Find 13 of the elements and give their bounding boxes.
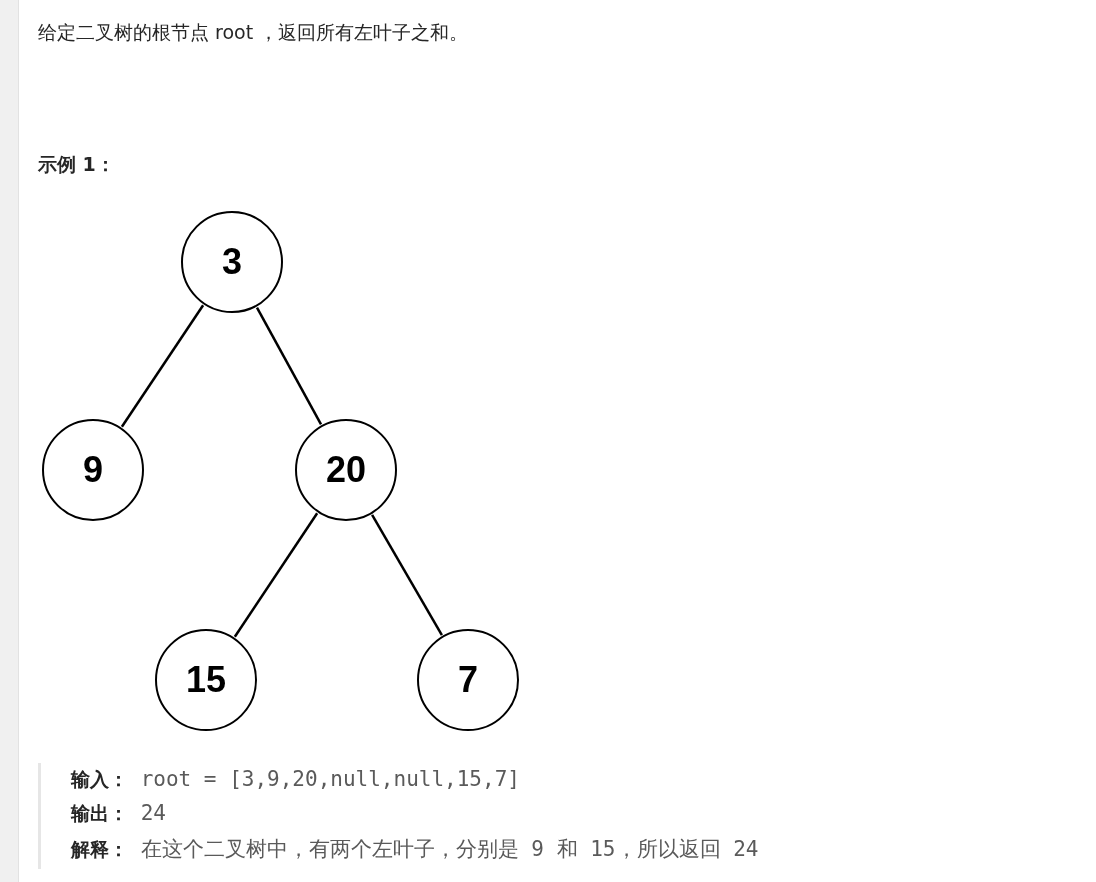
input-line: 输入： root = [3,9,20,null,null,15,7]: [71, 767, 520, 793]
tree-edge: [120, 304, 205, 428]
node-value: 15: [185, 659, 226, 701]
example-heading: 示例 1：: [38, 152, 115, 177]
node-value: 7: [458, 659, 478, 701]
node-value: 3: [222, 241, 242, 283]
tree-edge: [371, 514, 443, 636]
problem-statement: 给定二叉树的根节点 root ，返回所有左叶子之和。: [38, 20, 469, 45]
output-line: 输出： 24: [71, 801, 166, 827]
explanation-line: 解释： 在这个二叉树中，有两个左叶子，分别是 9 和 15，所以返回 24: [71, 836, 759, 863]
node-value: 9: [83, 449, 103, 491]
node-value: 20: [325, 449, 366, 491]
tree-edge: [255, 307, 323, 425]
